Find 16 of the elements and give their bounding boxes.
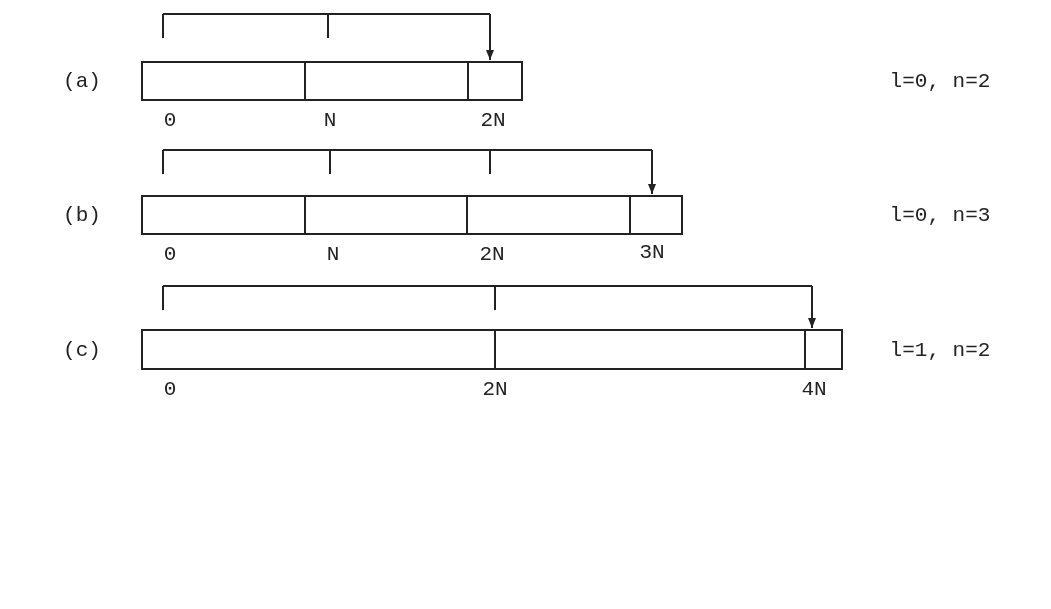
axis-label: 0: [163, 377, 177, 401]
axis-label: 3N: [639, 240, 665, 264]
parameter-label: l=0, n=3: [889, 203, 991, 227]
axis-label: 4N: [801, 377, 827, 401]
axis-label: 0: [163, 108, 177, 132]
row-label: (b): [63, 203, 101, 227]
axis-label: 2N: [479, 242, 505, 266]
parameter-label: l=1, n=2: [889, 338, 991, 362]
row-label: (c): [63, 338, 101, 362]
parameter-label: l=0, n=2: [889, 69, 991, 93]
axis-label: N: [323, 108, 337, 132]
row-label: (a): [63, 69, 101, 93]
axis-label: 2N: [480, 108, 506, 132]
axis-label: N: [326, 242, 340, 266]
axis-label: 2N: [482, 377, 508, 401]
axis-label: 0: [163, 242, 177, 266]
